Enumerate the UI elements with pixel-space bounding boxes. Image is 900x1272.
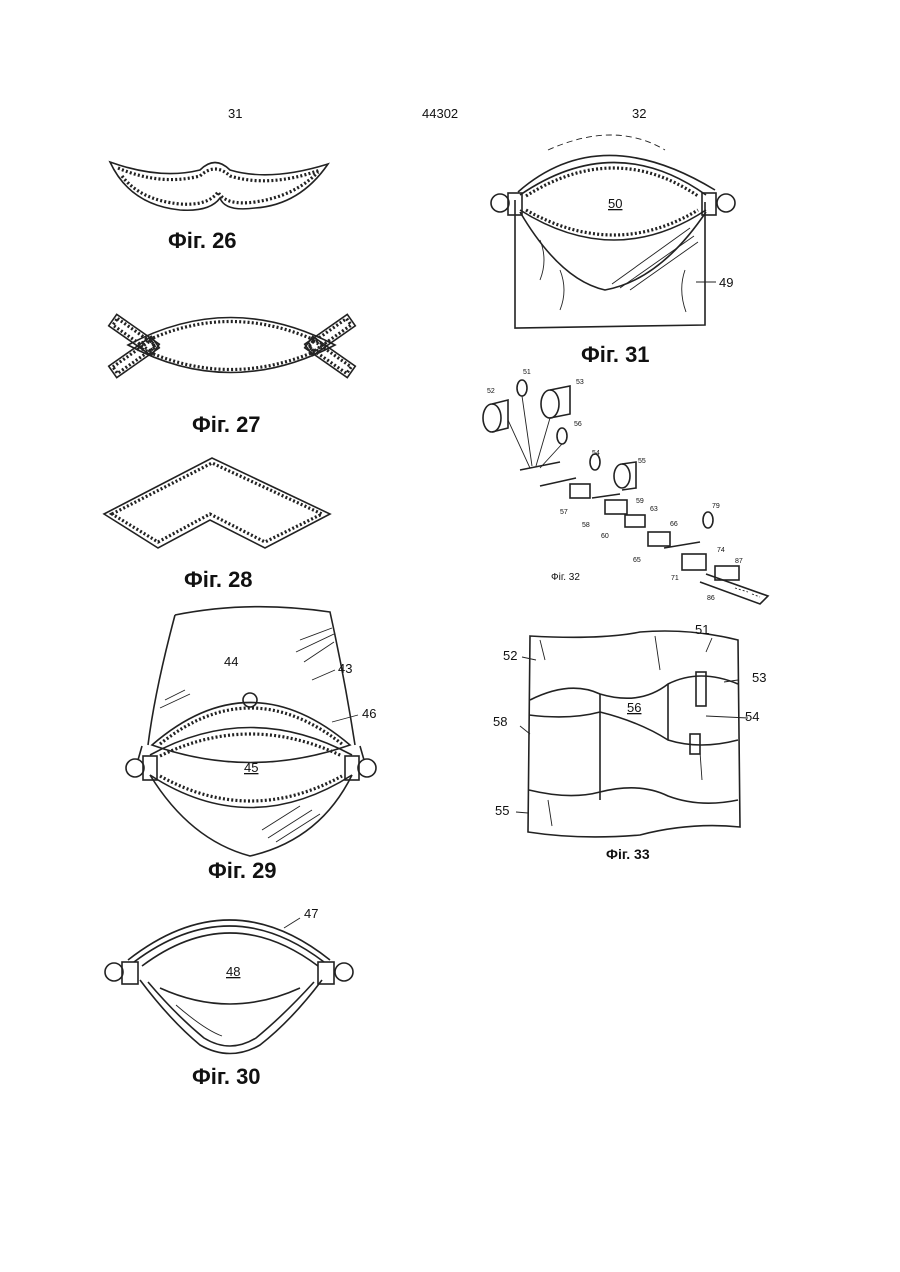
label-55-fig33: 55 (495, 803, 509, 818)
label-53-fig33: 53 (752, 670, 766, 685)
label-51-fig33: 51 (695, 622, 709, 637)
label-52-fig33: 52 (503, 648, 517, 663)
figure-33-caption: Фіг. 33 (606, 846, 650, 862)
label-56-fig33: 56 (627, 700, 641, 715)
label-54-fig33: 54 (745, 709, 759, 724)
label-58-fig33: 58 (493, 714, 507, 729)
